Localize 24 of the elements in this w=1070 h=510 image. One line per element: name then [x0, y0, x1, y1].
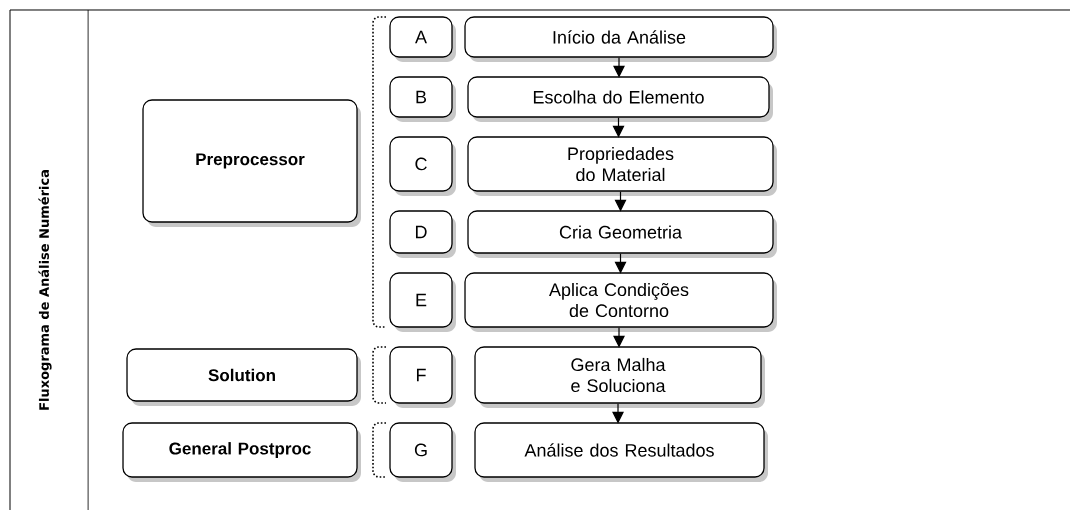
- arrow: [614, 253, 627, 273]
- phase-box: Solution: [126, 348, 361, 406]
- step-box: Escolha do Elemento: [467, 76, 773, 122]
- arrow: [612, 117, 625, 137]
- arrow: [612, 403, 624, 423]
- letter-box: D: [389, 210, 456, 258]
- letter-box: B: [389, 76, 456, 122]
- letter-box: C: [389, 136, 456, 196]
- arrow: [613, 327, 625, 347]
- vertical-title: Fluxograma de Análise Numérica: [38, 170, 52, 410]
- arrow: [613, 57, 625, 77]
- letter-box: A: [389, 16, 456, 62]
- step-box: Propriedades do Material: [467, 136, 777, 196]
- letter-box: F: [389, 346, 456, 408]
- letter-box: G: [389, 422, 456, 482]
- step-box: Início da Análise: [464, 16, 777, 62]
- phase-box: Preprocessor: [142, 99, 361, 227]
- arrow: [614, 191, 627, 211]
- step-box: Análise dos Resultados: [474, 422, 768, 482]
- step-box: Gera Malha e Soluciona: [474, 346, 765, 408]
- step-box: Aplica Condições de Contorno: [464, 272, 777, 332]
- letter-box: E: [389, 272, 456, 332]
- phase-box: General Postproc: [122, 422, 361, 482]
- step-box: Cria Geometria: [467, 210, 777, 258]
